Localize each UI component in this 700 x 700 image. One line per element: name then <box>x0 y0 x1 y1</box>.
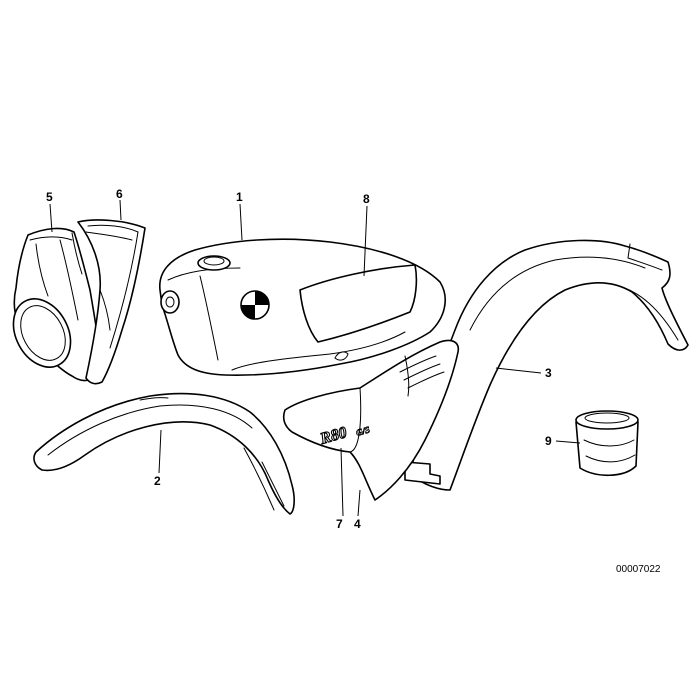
leader-line-3 <box>495 367 542 374</box>
knee-pad-part <box>299 264 418 343</box>
leader-line-8 <box>363 205 368 277</box>
leader-line-4 <box>357 489 361 517</box>
leader-lines <box>49 199 581 517</box>
leader-line-6 <box>119 199 122 221</box>
side-cover-model-badge: R80 <box>317 424 348 448</box>
callout-5: 5 <box>46 190 53 204</box>
document-number: 00007022 <box>616 564 661 575</box>
callout-8: 8 <box>363 192 370 206</box>
callout-1: 1 <box>236 190 243 204</box>
callout-6: 6 <box>116 187 123 201</box>
leader-line-2 <box>158 429 162 474</box>
callout-7: 7 <box>336 517 343 531</box>
callout-3: 3 <box>545 366 552 380</box>
callout-2: 2 <box>154 474 161 488</box>
leader-line-1 <box>239 203 243 241</box>
headlight-cowl-part <box>12 227 101 382</box>
leader-line-7 <box>340 447 344 517</box>
front-fender-part <box>33 392 295 515</box>
leader-line-5 <box>49 203 53 233</box>
callout-numbers: 1 2 3 4 5 6 7 8 9 <box>46 187 552 531</box>
side-cover-part: R80 G/S <box>282 339 460 501</box>
paint-can-part <box>575 410 639 477</box>
callout-9: 9 <box>545 434 552 448</box>
rear-fender-part <box>404 239 689 491</box>
side-cover-model-suffix: G/S <box>355 424 371 437</box>
leader-line-9 <box>555 440 581 444</box>
cowl-seal-part <box>77 219 146 385</box>
callout-4: 4 <box>354 517 361 531</box>
